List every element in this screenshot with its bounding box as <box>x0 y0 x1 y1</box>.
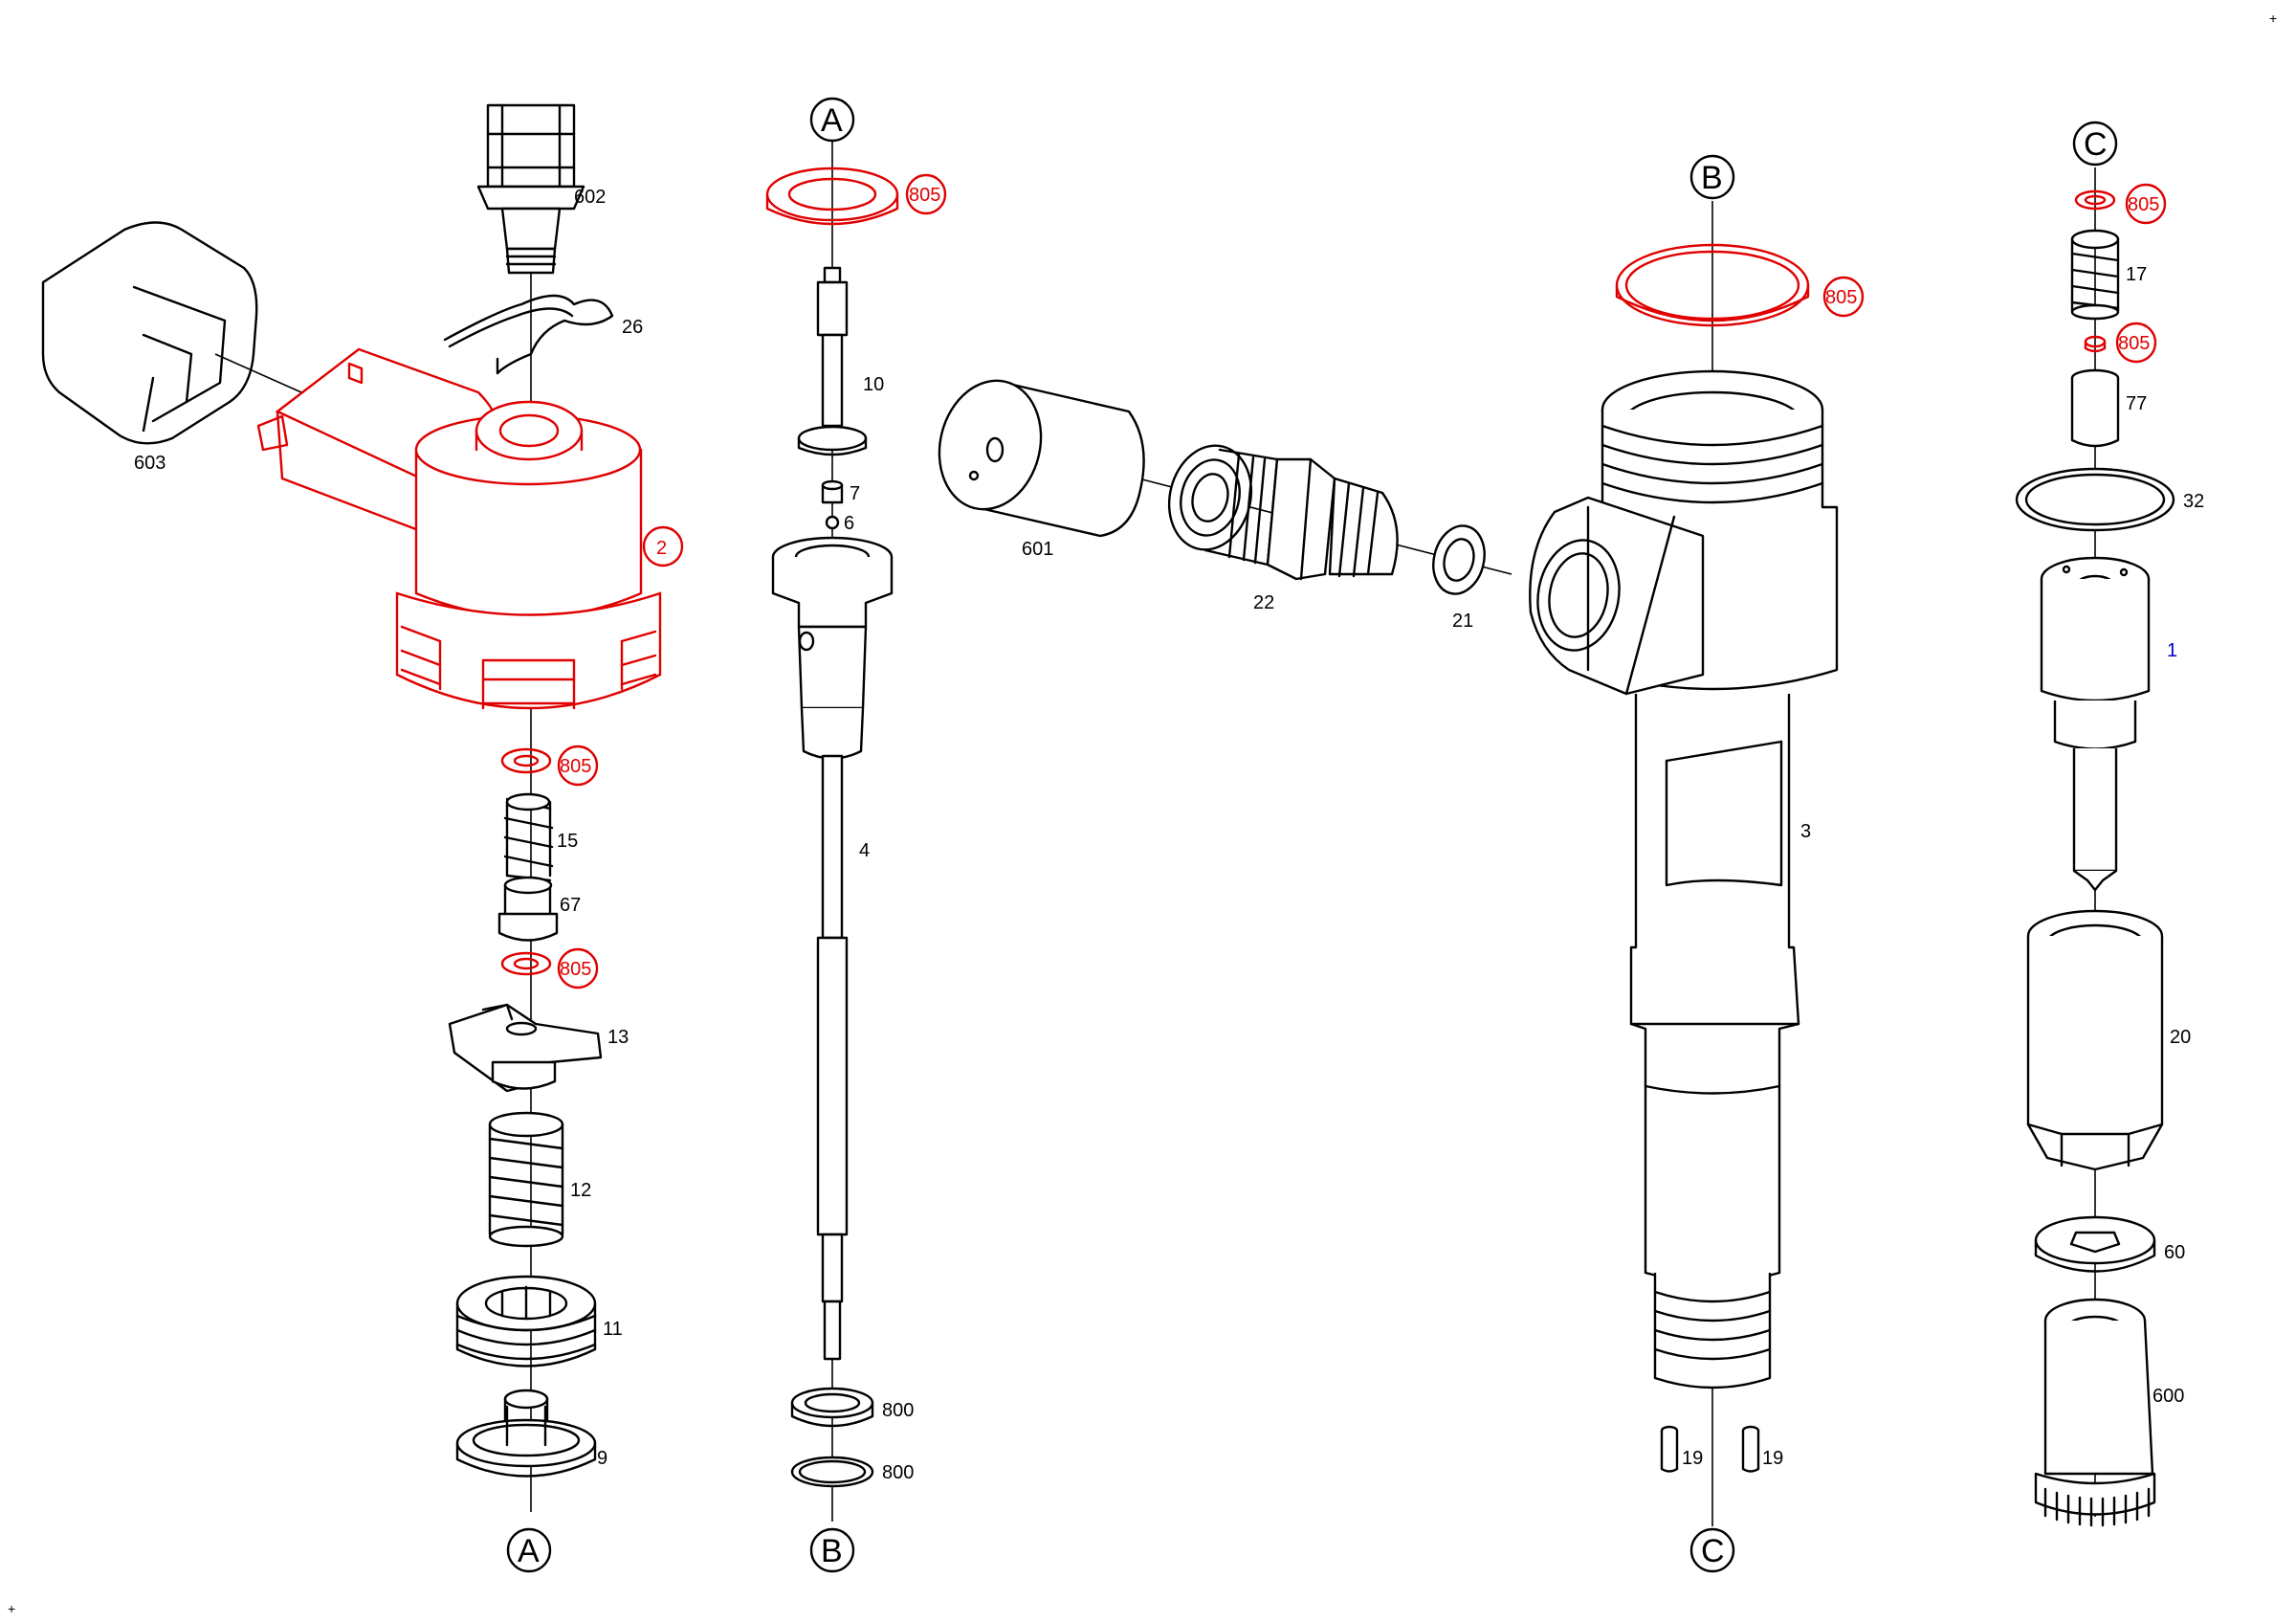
ref-B-top: B <box>1701 160 1723 196</box>
ref-circle-C-bottom <box>1689 1527 1735 1573</box>
label-3: 3 <box>1800 821 1811 842</box>
part-602-plug[interactable] <box>476 103 585 275</box>
part-805-seal-ring-5[interactable] <box>2074 189 2116 211</box>
part-20-nozzle-nut[interactable] <box>2026 909 2164 1171</box>
corner-mark-bottom-left: + <box>8 1601 15 1616</box>
part-805-seal-ring-1[interactable] <box>500 747 552 774</box>
label-19-1: 19 <box>1682 1448 1703 1469</box>
label-7: 7 <box>850 483 860 504</box>
part-2-solenoid-valve[interactable] <box>256 347 662 710</box>
part-7-small-cylinder[interactable] <box>821 479 844 504</box>
label-2: 2 <box>656 538 667 559</box>
label-805-6: 805 <box>2118 333 2150 354</box>
badge-805-3 <box>905 173 947 215</box>
ref-circle-A-bottom <box>506 1527 552 1573</box>
label-1: 1 <box>2167 640 2177 661</box>
label-9: 9 <box>597 1448 607 1469</box>
part-11-nut[interactable] <box>455 1275 597 1367</box>
part-22-inlet-fitting[interactable] <box>1159 436 1399 581</box>
part-805-seal-ring-2[interactable] <box>500 951 552 976</box>
badge-805-6 <box>2115 322 2157 364</box>
ref-circle-B-bottom <box>809 1527 855 1573</box>
label-4: 4 <box>859 840 870 861</box>
badge-805-2 <box>557 947 599 989</box>
part-19-dowel-pin-1[interactable] <box>1660 1425 1679 1473</box>
part-32-o-ring[interactable] <box>2015 467 2175 532</box>
label-60: 60 <box>2164 1242 2185 1263</box>
label-26: 26 <box>622 317 643 338</box>
label-10: 10 <box>863 374 884 395</box>
label-602: 602 <box>574 187 606 208</box>
ref-circle-B-top <box>1689 154 1735 200</box>
label-805-1: 805 <box>560 756 591 777</box>
part-3-injector-body[interactable] <box>1529 369 1839 1390</box>
part-77-spacer[interactable] <box>2070 368 2120 448</box>
part-15-spring[interactable] <box>503 792 554 882</box>
part-19-dowel-pin-2[interactable] <box>1741 1425 1760 1473</box>
part-12-spring[interactable] <box>488 1111 564 1248</box>
part-17-spring[interactable] <box>2070 229 2120 321</box>
part-13-armature-disc[interactable] <box>448 1003 603 1093</box>
part-805-seal-ring-4[interactable] <box>1615 243 1810 327</box>
label-11: 11 <box>603 1319 623 1340</box>
label-600: 600 <box>2152 1386 2184 1407</box>
ref-circle-C-top <box>2072 121 2118 167</box>
label-77: 77 <box>2126 393 2147 414</box>
label-800-1: 800 <box>882 1400 914 1421</box>
label-20: 20 <box>2170 1027 2191 1048</box>
label-21: 21 <box>1452 611 1473 632</box>
part-603-connector-cap[interactable] <box>41 221 302 445</box>
part-800-ring-1[interactable] <box>790 1387 874 1428</box>
badge-805-5 <box>2125 183 2167 225</box>
part-805-seal-ring-3[interactable] <box>765 167 899 226</box>
part-21-washer[interactable] <box>1426 521 1491 599</box>
part-6-ball[interactable] <box>825 515 840 530</box>
label-6: 6 <box>844 513 854 534</box>
ref-A-bottom: A <box>518 1533 540 1569</box>
label-805-2: 805 <box>560 959 591 980</box>
part-9-valve-seat[interactable] <box>455 1389 597 1478</box>
label-601: 601 <box>1022 539 1053 560</box>
part-600-sleeve[interactable] <box>2034 1298 2156 1527</box>
ref-A-top: A <box>821 102 843 139</box>
part-26-clip[interactable] <box>443 294 614 375</box>
label-805-4: 805 <box>1825 287 1857 308</box>
part-805-seal-ring-6[interactable] <box>2084 335 2107 353</box>
ref-B-bottom: B <box>821 1533 843 1569</box>
label-32: 32 <box>2183 491 2204 512</box>
ref-C-bottom: C <box>1701 1533 1725 1569</box>
part-1-nozzle[interactable] <box>2040 556 2151 892</box>
part-60-washer[interactable] <box>2034 1215 2156 1273</box>
label-800-2: 800 <box>882 1462 914 1483</box>
label-22: 22 <box>1253 592 1274 613</box>
label-603: 603 <box>134 453 166 474</box>
part-67-sleeve[interactable] <box>497 876 559 942</box>
badge-805-4 <box>1822 276 1865 318</box>
label-67: 67 <box>560 895 581 916</box>
part-800-ring-2[interactable] <box>790 1456 874 1488</box>
label-17: 17 <box>2126 264 2147 285</box>
badge-805-1 <box>557 745 599 787</box>
ref-circle-A-top <box>809 97 855 143</box>
part-10-valve-piece[interactable] <box>797 266 868 456</box>
label-805-3: 805 <box>909 185 940 206</box>
part-601-protective-cap[interactable] <box>926 369 1145 538</box>
corner-mark-top-right: + <box>2269 11 2277 26</box>
part-4-valve-piston[interactable] <box>771 536 894 1361</box>
label-19-2: 19 <box>1762 1448 1783 1469</box>
label-805-5: 805 <box>2128 194 2159 215</box>
label-15: 15 <box>557 831 578 852</box>
label-12: 12 <box>570 1180 591 1201</box>
label-13: 13 <box>607 1027 629 1048</box>
ref-C-top: C <box>2084 126 2108 163</box>
badge-2 <box>642 525 684 567</box>
